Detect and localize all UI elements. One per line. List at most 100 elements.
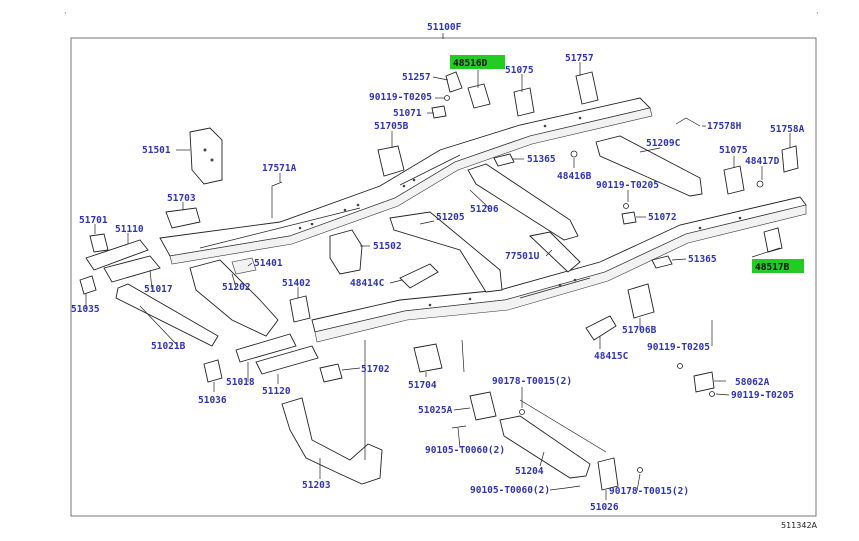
header-part-label[interactable]: 51100F <box>427 22 462 33</box>
highlight-48516D <box>450 55 505 69</box>
label-51402[interactable]: 51402 <box>282 278 311 289</box>
part-51205-crossmember <box>389 211 503 293</box>
label-51704[interactable]: 51704 <box>408 380 437 391</box>
label-77501U[interactable]: 77501U <box>505 251 540 262</box>
part-51025A <box>469 391 497 421</box>
part-51072 <box>621 211 637 225</box>
label-51072[interactable]: 51072 <box>648 212 677 223</box>
label-48517B[interactable]: 48517B <box>755 262 790 273</box>
label-48417D[interactable]: 48417D <box>745 156 780 167</box>
bolt-90105-lower <box>565 485 581 489</box>
label-90119-T0205-right[interactable]: 90119-T0205 <box>647 342 710 353</box>
part-51501-bracket <box>189 127 223 185</box>
label-51120[interactable]: 51120 <box>262 386 291 397</box>
label-17571A[interactable]: 17571A <box>262 163 297 174</box>
reference-code: 511342A <box>781 521 818 530</box>
label-51758A[interactable]: 51758A <box>770 124 805 135</box>
label-51702[interactable]: 51702 <box>361 364 390 375</box>
part-48416B <box>570 150 578 158</box>
label-51501[interactable]: 51501 <box>142 145 171 156</box>
label-90119-T0205-bottom[interactable]: 90119-T0205 <box>731 390 794 401</box>
label-51036[interactable]: 51036 <box>198 395 227 406</box>
part-51702 <box>319 363 343 383</box>
part-51365-clip-upper <box>493 153 515 167</box>
part-58062A <box>693 371 715 393</box>
nut-90178-lower <box>637 467 643 473</box>
part-51120 <box>255 345 319 375</box>
label-51205[interactable]: 51205 <box>436 212 465 223</box>
label-48415C[interactable]: 48415C <box>594 351 629 362</box>
label-51757[interactable]: 51757 <box>565 53 594 64</box>
label-51202[interactable]: 51202 <box>222 282 251 293</box>
label-51018[interactable]: 51018 <box>226 377 255 388</box>
label-51401[interactable]: 51401 <box>254 258 283 269</box>
frame-rail-left <box>159 97 653 265</box>
label-51075-upper[interactable]: 51075 <box>505 65 534 76</box>
label-51209C[interactable]: 51209C <box>646 138 681 149</box>
part-51257-bracket <box>445 71 463 93</box>
part-48417D <box>756 180 764 188</box>
label-48416B[interactable]: 48416B <box>557 171 592 182</box>
part-51757 <box>575 71 599 105</box>
part-51110 <box>85 239 149 271</box>
part-77501U <box>529 231 581 273</box>
label-48516D[interactable]: 48516D <box>453 58 488 69</box>
part-51203-crossmember <box>281 397 383 485</box>
label-51502[interactable]: 51502 <box>373 241 402 252</box>
label-51705B[interactable]: 51705B <box>374 121 409 132</box>
part-51704 <box>413 343 443 373</box>
label-51257[interactable]: 51257 <box>402 72 431 83</box>
part-51071 <box>431 105 447 119</box>
label-51365-upper[interactable]: 51365 <box>527 154 556 165</box>
bolt-90105-upper <box>451 425 467 429</box>
label-51206[interactable]: 51206 <box>470 204 499 215</box>
part-51202-mount <box>189 257 279 337</box>
diagram-border <box>70 37 817 517</box>
part-51026 <box>597 457 619 491</box>
label-51021B[interactable]: 51021B <box>151 341 186 352</box>
label-51035[interactable]: 51035 <box>71 304 100 315</box>
part-51036 <box>203 359 223 383</box>
label-51703[interactable]: 51703 <box>167 193 196 204</box>
label-90105-T0060-upper[interactable]: 90105-T0060(2) <box>425 445 505 456</box>
part-48415C <box>585 315 617 341</box>
label-90119-T0205-top[interactable]: 90119-T0205 <box>369 92 432 103</box>
part-48516D-bracket <box>467 83 491 109</box>
label-51017[interactable]: 51017 <box>144 284 173 295</box>
label-90178-T0015-lower[interactable]: 90178-T0015(2) <box>609 486 689 497</box>
bolt-90119-right-a <box>677 363 683 369</box>
label-51026[interactable]: 51026 <box>590 502 619 513</box>
label-51365-lower[interactable]: 51365 <box>688 254 717 265</box>
label-51706B[interactable]: 51706B <box>622 325 657 336</box>
bolt-90119-top <box>444 95 450 101</box>
part-51018 <box>235 333 297 363</box>
label-90119-T0205-mid[interactable]: 90119-T0205 <box>596 180 659 191</box>
label-51110[interactable]: 51110 <box>115 224 144 235</box>
label-17578H[interactable]: 17578H <box>707 121 742 132</box>
label-51071[interactable]: 51071 <box>393 108 422 119</box>
part-51075-upper <box>513 87 535 117</box>
part-51021B <box>115 283 219 347</box>
label-51701[interactable]: 51701 <box>79 215 108 226</box>
bolt-90119-right-b <box>709 391 715 397</box>
part-51705B-bracket <box>377 145 405 177</box>
rail-holes <box>298 116 742 307</box>
label-51075-lower[interactable]: 51075 <box>719 145 748 156</box>
part-51706B <box>627 283 655 319</box>
part-48414C <box>399 263 439 289</box>
part-51075-lower <box>723 165 745 195</box>
label-90178-T0015-upper[interactable]: 90178-T0015(2) <box>492 376 572 387</box>
part-17578H <box>675 117 701 127</box>
label-90105-T0060-lower[interactable]: 90105-T0060(2) <box>470 485 550 496</box>
label-51203[interactable]: 51203 <box>302 480 331 491</box>
label-58062A[interactable]: 58062A <box>735 377 770 388</box>
label-48414C[interactable]: 48414C <box>350 278 385 289</box>
label-51025A[interactable]: 51025A <box>418 405 453 416</box>
label-51204[interactable]: 51204 <box>515 466 544 477</box>
part-51017 <box>103 255 161 283</box>
part-51402 <box>289 295 311 323</box>
part-51204-crossmember <box>499 415 591 479</box>
bolt-90119-mid <box>623 203 629 209</box>
part-51758A <box>781 145 799 173</box>
